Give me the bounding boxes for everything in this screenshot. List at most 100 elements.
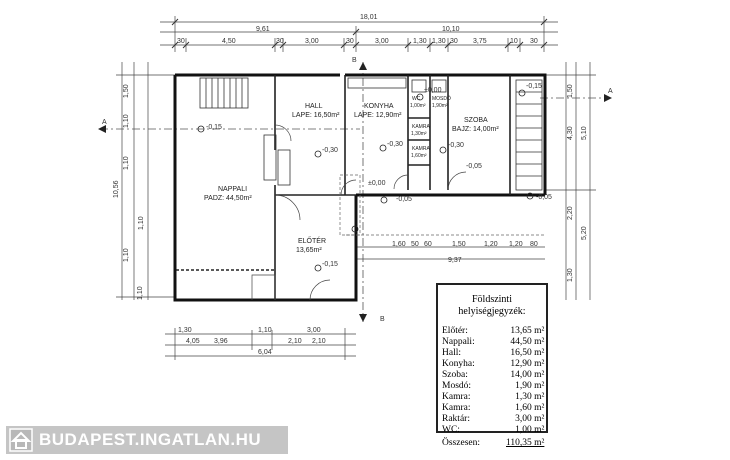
dim-left: 1,10 (123, 248, 130, 262)
room-konyha-name: KONYHA (364, 103, 394, 110)
room-area: 12,90 m² (510, 359, 545, 369)
room-kamra2-area: 1,60m² (411, 153, 427, 159)
dimension-lines-bottom (165, 328, 356, 360)
table-row: Kamra:1,30 m² (442, 392, 544, 403)
room-hall-name: HALL (305, 103, 323, 110)
dimension-lines-mid (356, 246, 545, 260)
level-label: -0,30 (448, 142, 464, 149)
dimension-labels-top: 18,01 9,61 10,10 30 4,50 30 3,00 30 3,00… (177, 14, 538, 45)
dim-mid: 1,50 (452, 241, 466, 248)
level-label: -0,05 (396, 196, 412, 203)
dim-bottom: 1,10 (258, 327, 272, 334)
dim-bottom: 4,05 (186, 338, 200, 345)
dimension-ticks-top (171, 18, 548, 49)
section-lines (100, 62, 610, 322)
room-area: 3,00 m² (515, 414, 545, 424)
room-kamra2-name: KAMRA (412, 146, 430, 152)
room-kamra1-name: KAMRA (412, 124, 430, 130)
level-label: -0,15 (322, 261, 338, 268)
total-label: Összesen: (442, 438, 480, 448)
dim-seg: 1,30 (432, 38, 446, 45)
dim-right: 5,20 (581, 226, 588, 240)
room-szoba-area: BAJZ: 14,00m² (452, 126, 499, 133)
dim-mid: 1,60 (392, 241, 406, 248)
room-area: 1,30 m² (515, 392, 545, 402)
dim-total-height: 10,56 (113, 180, 120, 198)
dim-right: 1,30 (567, 268, 574, 282)
dimension-labels-right: 1,50 4,30 5,10 2,20 5,20 1,30 (567, 84, 588, 282)
table-row: Előtér:13,65 m² (442, 326, 544, 337)
dim-mid: 80 (530, 241, 538, 248)
room-nappali-area: PADZ: 44,50m² (204, 195, 252, 202)
room-hall-area: LAPE: 16,50m² (292, 112, 340, 119)
room-name: Előtér: (442, 326, 468, 336)
house-logo-icon (9, 428, 33, 452)
dim-seg: 10 (510, 38, 518, 45)
room-mosdo-name: MOSDÓ (432, 95, 451, 102)
room-area: 1,60 m² (515, 403, 545, 413)
level-labels: -0,15 -0,30 -0,30 -0,30 ±0,00 -0,05 -0,0… (206, 83, 552, 268)
dimension-lines-right (546, 62, 596, 300)
dim-seg: 3,00 (305, 38, 319, 45)
level-label: -0,30 (322, 147, 338, 154)
room-nappali-name: NAPPALI (218, 186, 247, 193)
room-wc-name: WC (412, 96, 421, 102)
dim-bottom: 1,30 (178, 327, 192, 334)
dim-seg: 30 (450, 38, 458, 45)
dim-mid: 9,37 (448, 257, 462, 264)
table-row: Raktár:3,00 m² (442, 414, 544, 425)
dim-bottom: 2,10 (312, 338, 326, 345)
outer-walls (173, 73, 547, 302)
room-schedule-rows: Előtér:13,65 m² Nappali:44,50 m² Hall:16… (442, 326, 544, 449)
room-szoba-name: SZOBA (464, 117, 488, 124)
dim-left: 1,10 (138, 216, 145, 230)
dim-mid: 1,20 (484, 241, 498, 248)
room-name: Szoba: (442, 370, 468, 380)
room-name: Mosdó: (442, 381, 472, 391)
dim-left: 1,10 (123, 156, 130, 170)
table-row: Konyha: 12,90 m² (442, 359, 544, 370)
dim-right: 4,30 (567, 126, 574, 140)
room-labels: NAPPALI PADZ: 44,50m² HALL LAPE: 16,50m²… (204, 95, 499, 254)
section-label-a-left: A (102, 119, 107, 126)
level-label: -0,05 (536, 194, 552, 201)
stairs-right (515, 79, 543, 191)
room-mosdo-area: 1,90m² (432, 103, 448, 109)
dim-right: 5,10 (581, 126, 588, 140)
table-row: Mosdó:1,90 m² (442, 381, 544, 392)
watermark-text: BUDAPEST.INGATLAN.HU (39, 430, 262, 449)
section-label-b-bottom: B (380, 316, 385, 323)
level-label: -0,15 (526, 83, 542, 90)
level-markers (197, 89, 534, 272)
terrace-outline (339, 174, 545, 236)
dim-bottom: 3,00 (307, 327, 321, 334)
dimension-labels-left: 1,50 1,10 1,10 1,10 1,10 10,56 1,10 (113, 84, 145, 300)
dim-seg: 4,50 (222, 38, 236, 45)
dim-mid: 50 (411, 241, 419, 248)
dim-seg: 30 (346, 38, 354, 45)
table-row: Szoba:14,00 m² (442, 370, 544, 381)
room-name: Hall: (442, 348, 461, 358)
room-eloter-area: 13,65m² (296, 247, 322, 254)
dim-left: 1,10 (123, 114, 130, 128)
room-wc-area: 1,00m² (410, 103, 426, 109)
dim-seg: 1,30 (413, 38, 427, 45)
room-eloter-name: ELŐTÉR (298, 236, 326, 245)
dim-seg: 30 (276, 38, 284, 45)
room-name: Konyha: (442, 359, 475, 369)
dimension-lines-top (160, 16, 558, 52)
stairs-left (199, 77, 249, 109)
dim-seg: 3,75 (473, 38, 487, 45)
level-label: -0,05 (466, 163, 482, 170)
level-label: -0,15 (206, 124, 222, 131)
level-label: -0,30 (387, 141, 403, 148)
table-row: Nappali:44,50 m² (442, 337, 544, 348)
room-name: Nappali: (442, 337, 475, 347)
total-area: 110,35 m² (506, 438, 545, 448)
door-swings (251, 124, 467, 301)
room-konyha-area: LAPE: 12,90m² (354, 112, 402, 119)
dim-width-left: 9,61 (256, 26, 270, 33)
dim-right: 2,20 (567, 206, 574, 220)
level-label: ±0,00 (368, 180, 386, 187)
